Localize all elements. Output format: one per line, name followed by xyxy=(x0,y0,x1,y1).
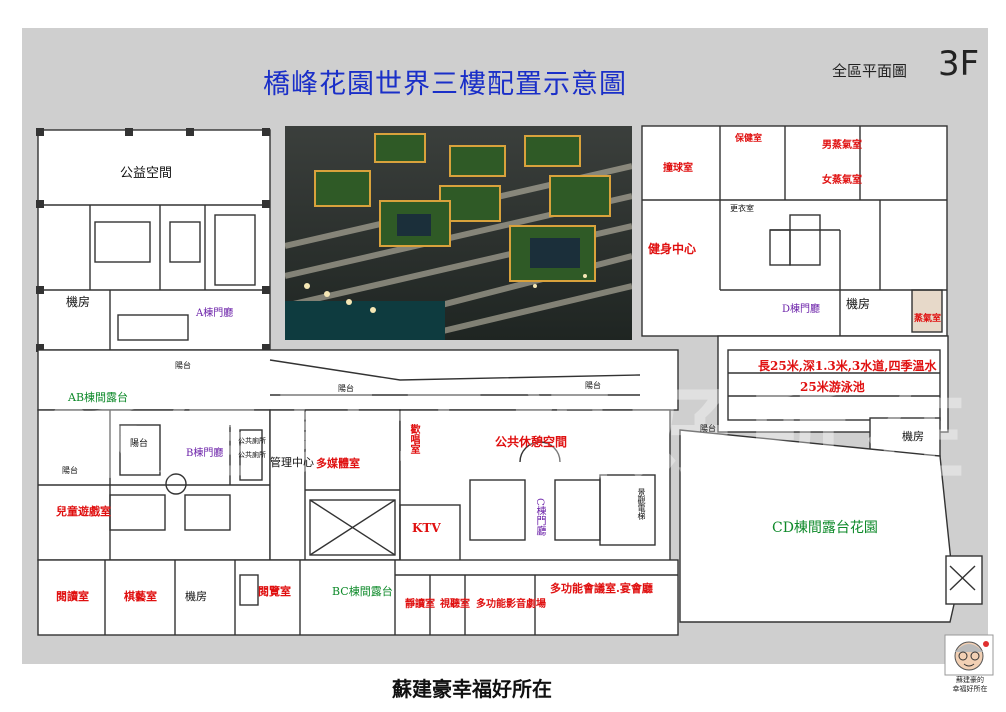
lounge-outline xyxy=(399,409,671,571)
room-karaoke: 歡唱室 xyxy=(408,424,419,454)
room-cinema: 視聽室 xyxy=(440,599,470,610)
room-locker: 更衣室 xyxy=(730,204,754,213)
room-bc-terrace: BC棟間露台 xyxy=(332,585,393,598)
room-reading-2: 閱覽室 xyxy=(258,585,291,598)
pool-name: 25米游泳池 xyxy=(800,380,865,394)
logo-line-2: 幸福好所在 xyxy=(952,685,988,693)
garden-rendering-image xyxy=(285,126,632,340)
room-mgmt-center: 管理中心 xyxy=(270,456,314,469)
room-quiet: 靜讀室 xyxy=(405,599,435,610)
room-ktv: KTV xyxy=(412,521,441,535)
room-mech-a: 機房 xyxy=(66,295,91,309)
room-multimedia: 多媒體室 xyxy=(316,457,360,470)
room-gym: 健身中心 xyxy=(648,242,697,256)
avatar-logo-icon xyxy=(944,634,994,676)
room-balcony-6: 陽台 xyxy=(62,466,78,475)
overview-label: 全區平面圖 xyxy=(832,62,908,80)
room-multi-function: 多功能會議室.宴會廳 xyxy=(550,582,653,595)
tower-d-outline xyxy=(641,125,948,337)
pool-outline xyxy=(717,335,949,433)
room-balcony-5: 陽台 xyxy=(700,424,716,433)
bottom-row-outline xyxy=(37,559,679,636)
room-mech-cd: 機房 xyxy=(902,430,924,443)
room-female-sauna: 女蒸氣室 xyxy=(822,175,862,186)
room-landscape-elevator: 景觀電梯 xyxy=(637,488,646,520)
room-cd-garden: CD棟間露台花園 xyxy=(772,520,878,536)
room-ab-terrace: AB棟間露台 xyxy=(68,391,129,404)
room-nursing: 保健室 xyxy=(735,134,763,144)
room-dining: 撞球室 xyxy=(663,163,693,174)
room-theater: 多功能影音劇場 xyxy=(476,599,546,610)
room-c-lobby: C棟門廳 xyxy=(534,498,545,536)
pool-spec-line: 長25米,深1.3米,3水道,四季溫水 xyxy=(758,359,937,373)
room-balcony-4: 陽台 xyxy=(130,439,149,449)
room-balcony-2: 陽台 xyxy=(338,384,354,393)
room-b-lobby: B棟門廳 xyxy=(186,448,224,459)
page-title: 橋峰花園世界三樓配置示意圖 xyxy=(263,69,627,100)
room-a-lobby: A棟門廳 xyxy=(196,308,234,319)
room-mech-d: 機房 xyxy=(846,297,871,311)
watermark-text: 蘇建豪幸福好所在 xyxy=(40,375,984,492)
room-chess: 棋藝室 xyxy=(124,590,157,603)
floor-label: 3F xyxy=(938,44,980,84)
room-kids: 兒童遊戲室 xyxy=(56,505,111,518)
footer-caption: 蘇建豪幸福好所在 xyxy=(392,677,552,701)
cd-garden-outline xyxy=(679,429,956,623)
room-public-space: 公益空間 xyxy=(120,166,173,181)
room-mech-b: 機房 xyxy=(185,590,207,603)
logo-line-1: 蘇建豪的 xyxy=(956,676,984,684)
room-male-sauna: 男蒸氣室 xyxy=(822,140,862,151)
tower-a-outline xyxy=(37,129,271,351)
room-balcony-3: 陽台 xyxy=(585,381,601,390)
room-public-lounge: 公共休憩空間 xyxy=(495,435,568,449)
room-d-lobby: D棟門廳 xyxy=(782,304,821,315)
room-public-wc-2: 公共廁所 xyxy=(238,451,266,459)
room-reading: 閱讀室 xyxy=(56,590,89,603)
room-balcony-1: 陽台 xyxy=(175,361,191,370)
room-public-wc-1: 公共廁所 xyxy=(238,437,266,445)
room-spa: 蒸氣室 xyxy=(914,314,942,324)
logo-caption: 蘇建豪的 幸福好所在 xyxy=(946,676,994,694)
